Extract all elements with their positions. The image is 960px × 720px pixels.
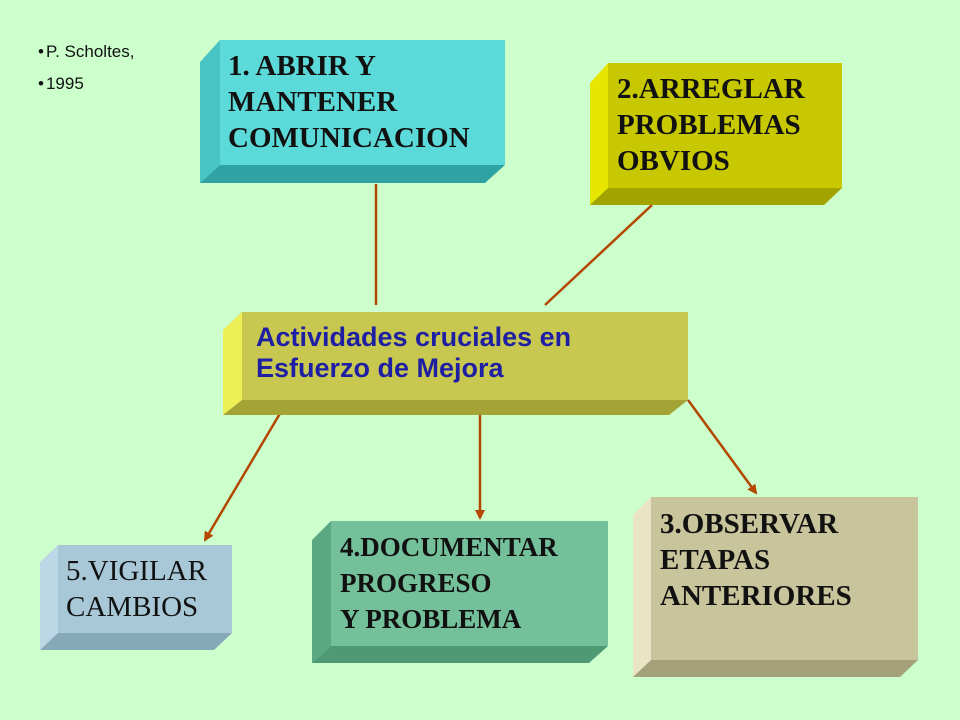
- box1-face: [220, 40, 505, 165]
- box1-line-2: MANTENER: [228, 86, 398, 118]
- box2-left-bevel: [590, 63, 608, 205]
- center-label: Actividades cruciales en Esfuerzo de Mej…: [256, 322, 571, 384]
- box-abrir-mantener-comunicacion: [200, 40, 505, 183]
- box5-line-1: 5.VIGILAR: [66, 555, 207, 587]
- box3-bottom-bevel: [633, 660, 918, 677]
- box1-line-3: COMUNICACION: [228, 122, 470, 154]
- box2-line-1: 2.ARREGLAR: [617, 73, 805, 105]
- center-left-bevel: [223, 312, 242, 415]
- box1-bottom-bevel: [200, 165, 505, 183]
- box5-bottom-bevel: [40, 633, 232, 650]
- connector-box2-center: [544, 204, 653, 306]
- box4-line-3: Y PROBLEMA: [340, 604, 522, 634]
- box3-line-3: ANTERIORES: [660, 580, 852, 612]
- box4-left-bevel: [312, 521, 331, 663]
- box-observar-etapas-anteriores: [633, 497, 918, 677]
- box1-label: 1. ABRIR Y MANTENER COMUNICACION: [228, 48, 470, 156]
- box1-line-1: 1. ABRIR Y: [228, 50, 376, 82]
- box-vigilar-cambios: [40, 545, 232, 650]
- box2-line-2: PROBLEMAS: [617, 109, 801, 141]
- box2-bottom-bevel: [590, 188, 842, 205]
- box4-line-2: PROGRESO: [340, 568, 492, 598]
- center-line-1: Actividades cruciales en: [256, 322, 572, 352]
- box-documentar-progreso: [312, 521, 608, 663]
- box2-label: 2.ARREGLAR PROBLEMAS OBVIOS: [617, 71, 805, 179]
- center-bottom-bevel: [223, 400, 688, 415]
- box5-line-2: CAMBIOS: [66, 591, 199, 623]
- box2-face: [608, 63, 842, 188]
- box5-face: [58, 545, 232, 633]
- center-face: [242, 312, 688, 400]
- box3-face: [651, 497, 918, 660]
- source-year: 1995: [38, 68, 134, 100]
- box3-line-1: 3.OBSERVAR: [660, 508, 839, 540]
- connector-center-box3: [686, 399, 758, 495]
- box2-line-3: OBVIOS: [617, 145, 730, 177]
- box4-face: [331, 521, 608, 646]
- box3-label: 3.OBSERVAR ETAPAS ANTERIORES: [660, 506, 852, 614]
- box5-left-bevel: [40, 545, 58, 650]
- box3-left-bevel: [633, 497, 651, 677]
- box4-line-1: 4.DOCUMENTAR: [340, 532, 558, 562]
- source-citation: P. Scholtes, 1995: [38, 36, 135, 100]
- connector-center-box5: [203, 399, 290, 542]
- box-arreglar-problemas-obvios: [590, 63, 842, 205]
- box5-label: 5.VIGILAR CAMBIOS: [66, 553, 207, 625]
- connectors: [203, 184, 758, 542]
- center-line-2: Esfuerzo de Mejora: [256, 353, 504, 383]
- box-actividades-cruciales: [223, 312, 688, 415]
- box4-label: 4.DOCUMENTAR PROGRESO Y PROBLEMA: [340, 529, 558, 637]
- box4-bottom-bevel: [312, 646, 608, 663]
- source-author: P. Scholtes,: [38, 36, 135, 68]
- box1-left-bevel: [200, 40, 220, 183]
- box3-line-2: ETAPAS: [660, 544, 771, 576]
